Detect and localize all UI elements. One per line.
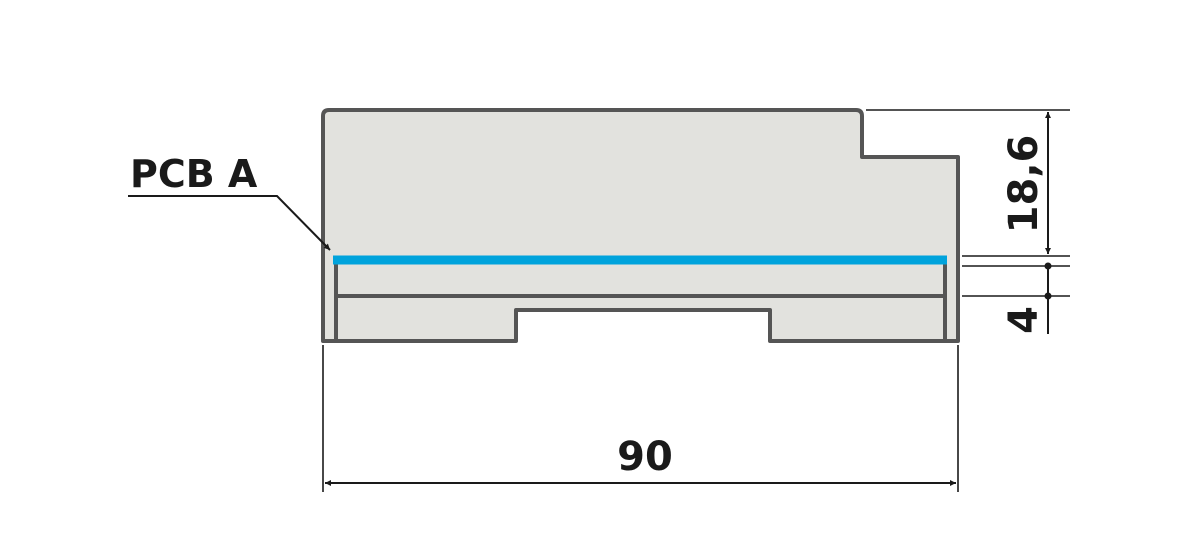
- dimension-dot: [1044, 292, 1052, 300]
- dimension-dot: [1044, 262, 1052, 270]
- pcb-offset-dimension-label: 4: [1001, 306, 1047, 334]
- width-dimension-label: 90: [617, 434, 673, 480]
- pcb-leader-line: [128, 195, 331, 251]
- right-extension-lines: [866, 109, 1070, 297]
- height-dimension-label: 18,6: [1001, 135, 1047, 234]
- pcb-label: PCB A: [130, 152, 258, 196]
- bottom-extension-lines: [322, 345, 959, 492]
- enclosure-body: [321, 108, 960, 343]
